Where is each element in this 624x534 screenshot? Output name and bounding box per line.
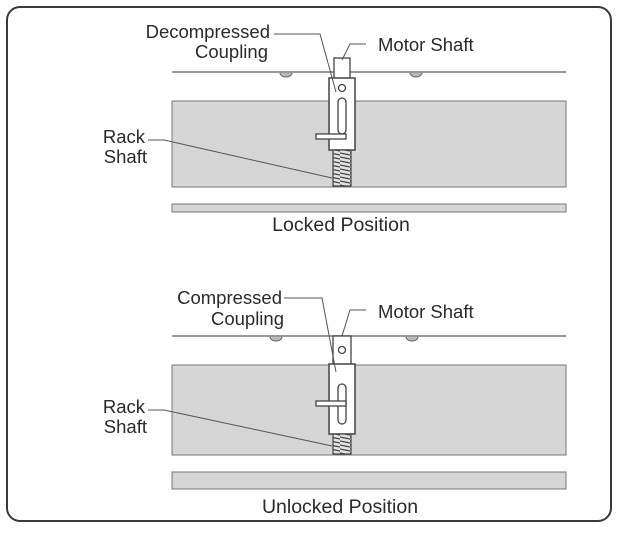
cross-pin — [315, 133, 347, 140]
cross-pin — [315, 400, 347, 407]
screw-head-left — [279, 72, 293, 78]
motor-shaft-label: Motor Shaft — [378, 301, 474, 322]
rack-shaft-spring — [332, 149, 352, 187]
coupling-pin-hole — [337, 83, 347, 93]
motor-shaft-pin-hole — [337, 345, 347, 355]
leader-compressed-coupling — [284, 297, 337, 373]
rack-label-line2: Shaft — [104, 416, 147, 437]
leader-rack-shaft — [148, 409, 333, 447]
coupling-label-line2: Coupling — [195, 41, 268, 62]
unlocked-caption: Unlocked Position — [262, 496, 418, 518]
rack-label-line1: Rack — [103, 126, 146, 147]
leader-motor-shaft — [341, 309, 366, 337]
housing-block — [171, 364, 567, 456]
locked-caption: Locked Position — [272, 214, 410, 236]
base-rail — [171, 203, 567, 213]
motor-shaft-label: Motor Shaft — [378, 34, 474, 55]
screw-head-left — [269, 336, 283, 342]
rack-label-line2: Shaft — [104, 146, 147, 167]
coupling-label-line2: Coupling — [211, 308, 284, 329]
rack-label-line1: Rack — [103, 396, 146, 417]
motor-shaft — [333, 57, 351, 81]
base-rail — [171, 471, 567, 490]
housing-block — [171, 100, 567, 188]
coupling-label-line1: Decompressed — [146, 21, 270, 42]
locked-panel: Decompressed Coupling Motor Shaft Rack S… — [103, 21, 567, 236]
coupling-slot — [337, 97, 347, 135]
rack-shaft-spring — [332, 433, 352, 455]
screw-head-right — [409, 72, 423, 78]
leader-rack-shaft — [148, 139, 333, 179]
coupling-label-line1: Compressed — [177, 287, 282, 308]
leader-decompressed-coupling — [274, 33, 337, 93]
screw-head-right — [405, 336, 419, 342]
unlocked-panel: Compressed Coupling Motor Shaft Rack Sha… — [103, 287, 567, 518]
leader-motor-shaft — [341, 43, 366, 61]
